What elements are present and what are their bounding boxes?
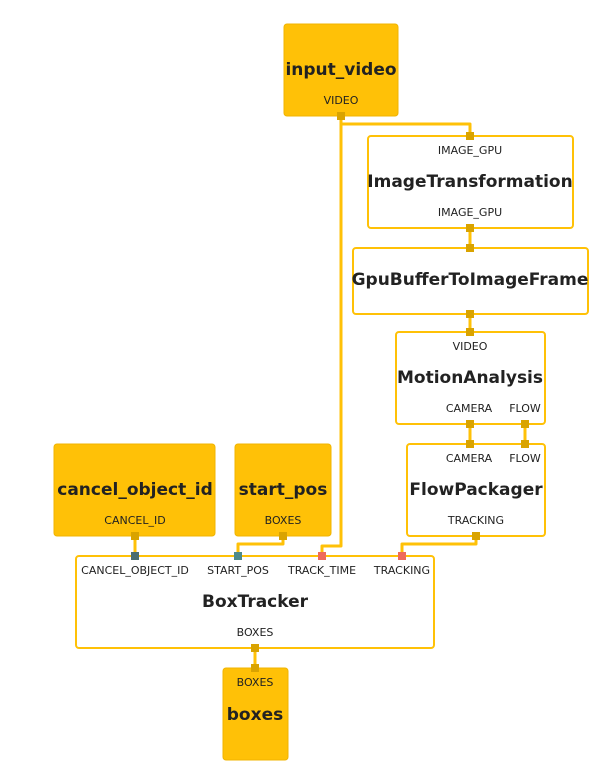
port-flow-packager-flow-in[interactable] — [521, 440, 529, 448]
input-port-label-start-pos: START_POS — [207, 564, 269, 577]
node-title: BoxTracker — [202, 592, 309, 612]
port-box-tracker-track-time-in[interactable] — [318, 552, 326, 560]
node-start-pos[interactable]: start_pos BOXES — [234, 443, 332, 537]
port-start-pos-out[interactable] — [279, 532, 287, 540]
port-image-transformation-out[interactable] — [466, 224, 474, 232]
input-port-label: BOXES — [237, 676, 274, 689]
node-title: ImageTransformation — [367, 172, 572, 192]
port-motion-analysis-in[interactable] — [466, 328, 474, 336]
port-input-video-out[interactable] — [337, 112, 345, 120]
port-image-transformation-in[interactable] — [466, 132, 474, 140]
output-port-label: BOXES — [265, 514, 302, 527]
port-box-tracker-tracking-in[interactable] — [398, 552, 406, 560]
node-input-video[interactable]: input_video VIDEO — [283, 23, 399, 117]
node-gpu-buffer-to-image-frame[interactable]: GpuBufferToImageFrame — [352, 247, 589, 315]
node-flow-packager[interactable]: CAMERA FLOW FlowPackager TRACKING — [406, 443, 546, 537]
edge-flow-packager-to-box-tracker-tracking — [400, 536, 478, 554]
port-gpu-buffer-out[interactable] — [466, 310, 474, 318]
port-motion-analysis-camera-out[interactable] — [466, 420, 474, 428]
input-port-label: IMAGE_GPU — [438, 144, 502, 157]
edge-start-pos-to-box-tracker — [236, 536, 285, 554]
node-motion-analysis[interactable]: VIDEO MotionAnalysis CAMERA FLOW — [395, 331, 546, 425]
input-port-label-camera: CAMERA — [446, 452, 493, 465]
port-motion-analysis-flow-out[interactable] — [521, 420, 529, 428]
port-flow-packager-tracking-out[interactable] — [472, 532, 480, 540]
port-box-tracker-cancel-object-id-in[interactable] — [131, 552, 139, 560]
output-port-label: CANCEL_ID — [104, 514, 165, 527]
node-title: input_video — [285, 60, 396, 80]
ports — [131, 112, 529, 672]
output-port-label: BOXES — [237, 626, 274, 639]
port-cancel-object-id-out[interactable] — [131, 532, 139, 540]
port-box-tracker-boxes-out[interactable] — [251, 644, 259, 652]
output-port-label-flow: FLOW — [509, 402, 541, 415]
output-port-label-camera: CAMERA — [446, 402, 493, 415]
node-title: FlowPackager — [409, 480, 543, 500]
node-title: cancel_object_id — [57, 480, 213, 500]
output-port-label: VIDEO — [324, 94, 359, 107]
port-boxes-in[interactable] — [251, 664, 259, 672]
node-title: start_pos — [239, 480, 328, 500]
input-port-label: VIDEO — [453, 340, 488, 353]
port-box-tracker-start-pos-in[interactable] — [234, 552, 242, 560]
node-title: boxes — [227, 705, 283, 725]
node-image-transformation[interactable]: IMAGE_GPU ImageTransformation IMAGE_GPU — [367, 135, 574, 229]
input-port-label-cancel-object-id: CANCEL_OBJECT_ID — [81, 564, 189, 577]
input-port-label-flow: FLOW — [509, 452, 541, 465]
edge-input-video-to-box-tracker-track-time — [320, 116, 343, 554]
port-flow-packager-camera-in[interactable] — [466, 440, 474, 448]
input-port-label-track-time: TRACK_TIME — [287, 564, 356, 577]
node-box-tracker[interactable]: CANCEL_OBJECT_ID START_POS TRACK_TIME TR… — [75, 555, 435, 649]
node-title: MotionAnalysis — [397, 368, 543, 388]
output-port-label: TRACKING — [447, 514, 504, 527]
node-boxes[interactable]: BOXES boxes — [222, 667, 289, 761]
node-title: GpuBufferToImageFrame — [352, 270, 589, 290]
input-port-label-tracking: TRACKING — [373, 564, 430, 577]
output-port-label: IMAGE_GPU — [438, 206, 502, 219]
port-gpu-buffer-in[interactable] — [466, 244, 474, 252]
edge-input-video-to-image-transformation — [339, 116, 472, 138]
node-cancel-object-id[interactable]: cancel_object_id CANCEL_ID — [53, 443, 216, 537]
